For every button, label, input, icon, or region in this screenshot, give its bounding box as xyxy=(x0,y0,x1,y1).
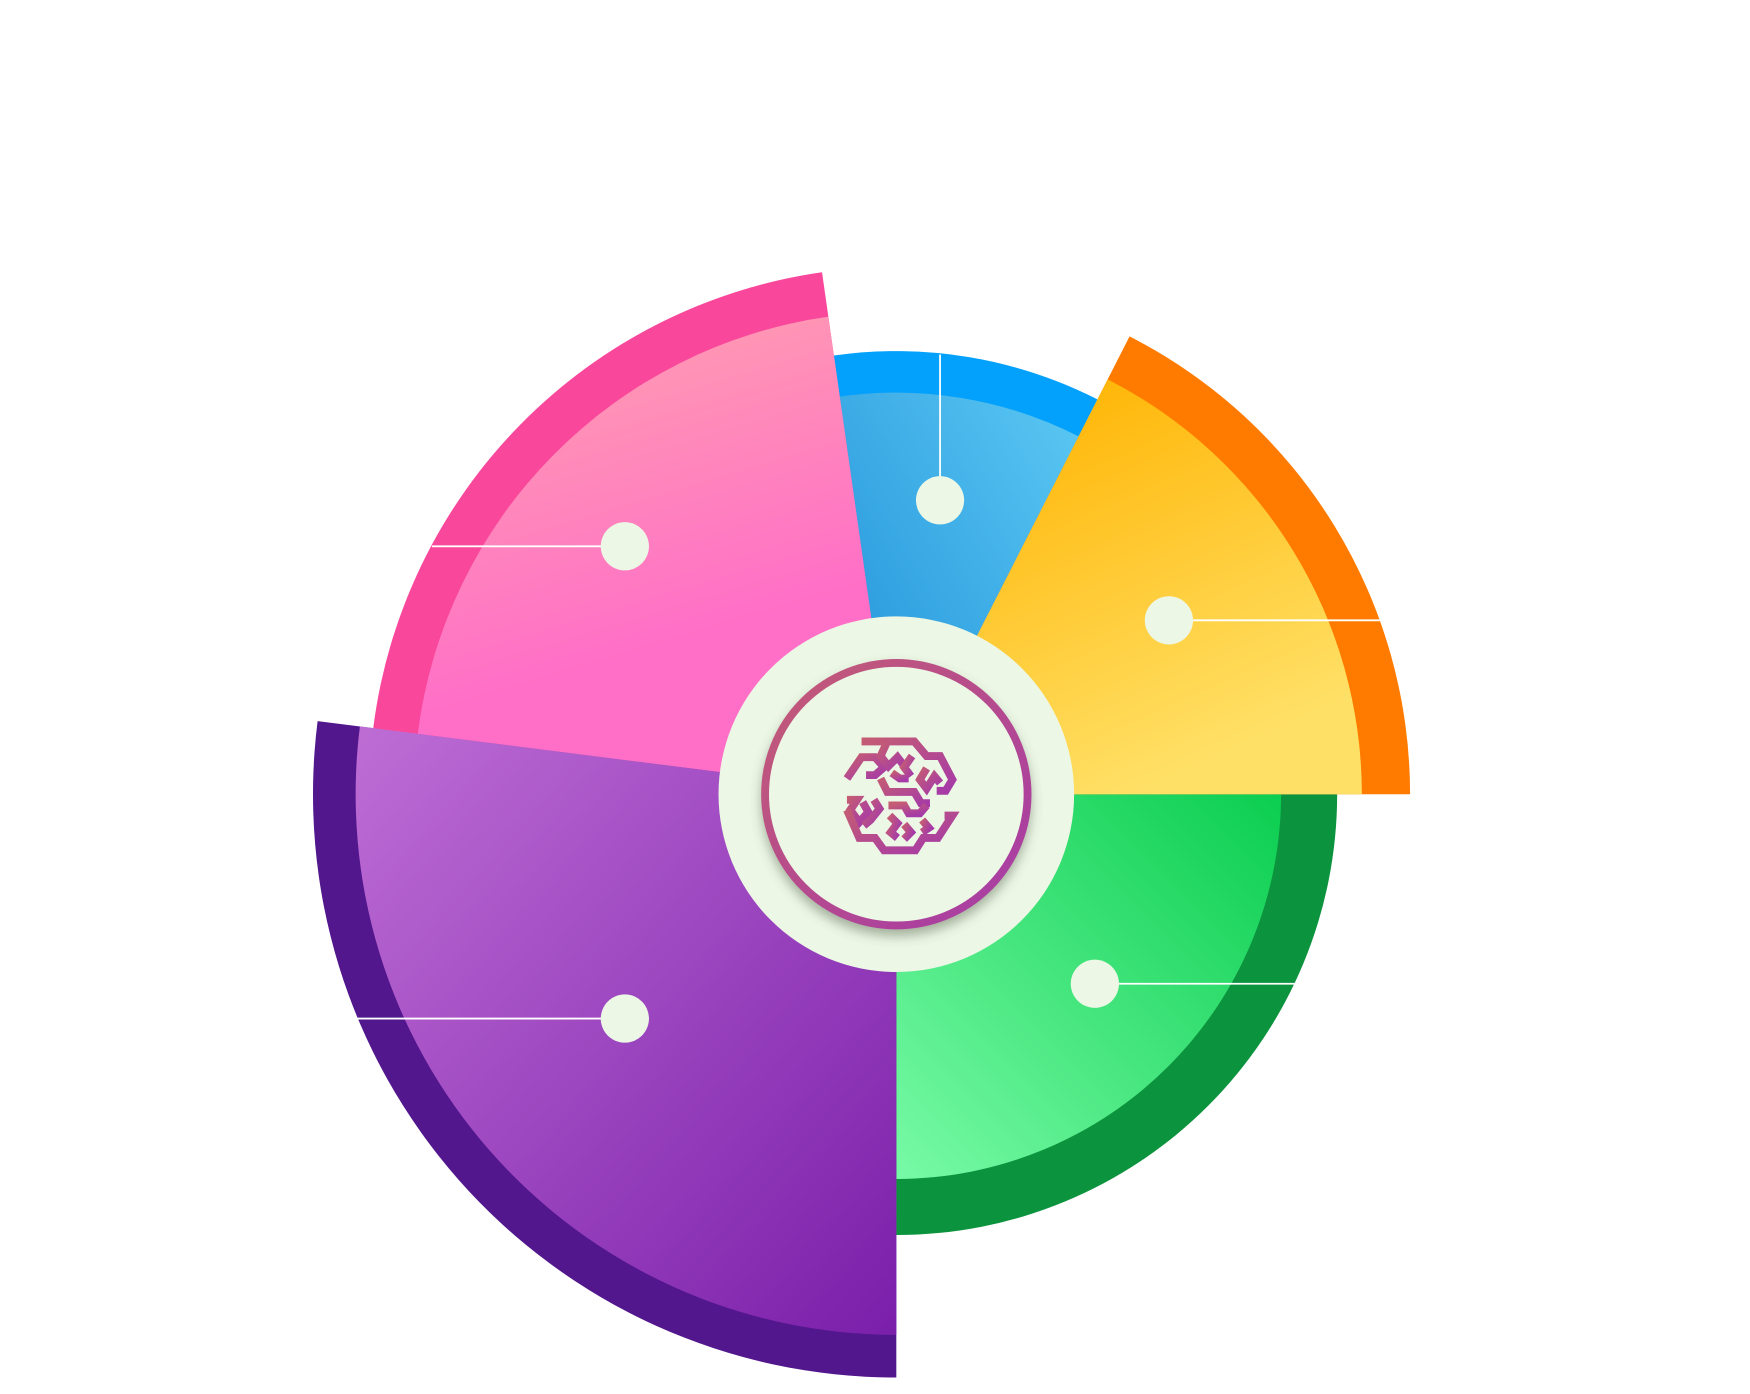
callout-dot-blue xyxy=(915,476,965,525)
callout-lines xyxy=(355,354,1380,1020)
callout-dot-pink xyxy=(600,522,649,571)
callout-dot-purple xyxy=(600,994,649,1043)
callout-dot-yellow xyxy=(1144,596,1194,645)
brain-icon xyxy=(843,737,960,855)
callout-dot-green xyxy=(1070,959,1119,1008)
callout-dots xyxy=(600,476,1194,1043)
